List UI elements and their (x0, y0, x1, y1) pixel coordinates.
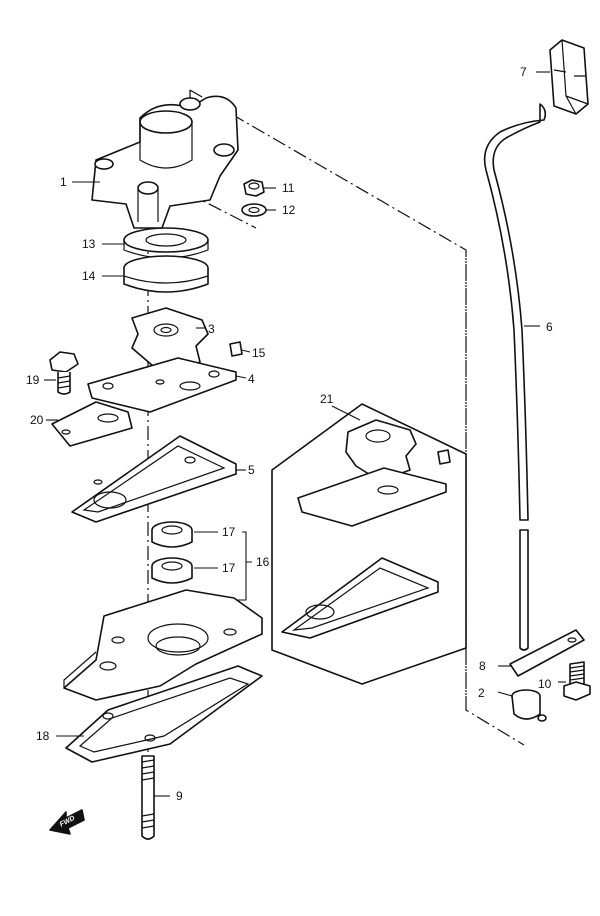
stud-bolt (141, 755, 155, 840)
callout-11: 11 (282, 181, 295, 195)
nut (243, 179, 265, 197)
callouts: 1 2 3 4 5 6 7 8 9 10 11 12 13 14 15 16 1… (26, 65, 553, 803)
callout-3: 3 (208, 322, 215, 336)
plate (51, 401, 133, 447)
callout-16: 16 (256, 555, 270, 569)
callout-4: 4 (248, 372, 255, 386)
callout-1: 1 (60, 175, 67, 189)
callout-6: 6 (546, 320, 553, 334)
seal (123, 227, 209, 259)
callout-14: 14 (82, 269, 96, 283)
callout-17-upper: 17 (222, 525, 236, 539)
key (229, 341, 243, 357)
callout-12: 12 (282, 203, 296, 217)
pump-housing (63, 589, 263, 701)
callout-20: 20 (30, 413, 44, 427)
repair-kit (271, 403, 467, 685)
callout-18: 18 (36, 729, 50, 743)
callout-17-lower: 17 (222, 561, 236, 575)
callout-9: 9 (176, 789, 183, 803)
gasket (71, 435, 237, 523)
bolt (49, 351, 79, 395)
callout-15: 15 (252, 346, 266, 360)
callout-21: 21 (320, 392, 334, 406)
callout-5: 5 (248, 463, 255, 477)
callout-10: 10 (538, 677, 552, 691)
callout-8: 8 (479, 659, 486, 673)
holder-bolt (563, 661, 591, 701)
callout-19: 19 (26, 373, 40, 387)
washer (241, 203, 267, 217)
oil-seal-lower (151, 557, 193, 584)
pump-case (91, 95, 239, 229)
callout-13: 13 (82, 237, 96, 251)
pump-liner (123, 255, 209, 293)
leader-lines (44, 71, 566, 797)
oil-seal-upper (151, 521, 193, 548)
callout-2: 2 (478, 686, 485, 700)
lower-gasket (65, 665, 263, 763)
under-panel (87, 357, 237, 413)
fwd-arrow-icon: FWD (49, 809, 85, 835)
grommet (549, 39, 589, 115)
callout-7: 7 (520, 65, 527, 79)
water-tube (483, 103, 547, 651)
assembly-boundary-lower (165, 181, 257, 229)
tube-holder (509, 629, 585, 677)
tube-grommet (511, 689, 547, 722)
